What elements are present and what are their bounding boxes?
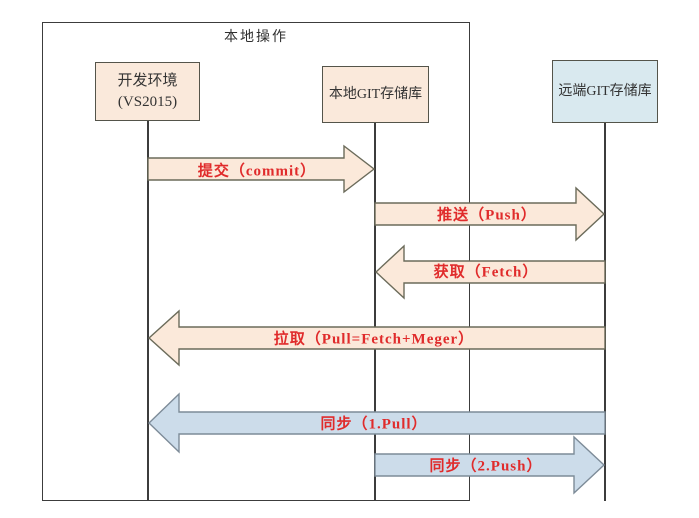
node-remote-git-label: 远端GIT存储库 bbox=[558, 83, 652, 99]
node-remote-git-repo: 远端GIT存储库 bbox=[552, 60, 658, 123]
fetch-arrow bbox=[374, 244, 606, 300]
pull-arrow bbox=[147, 309, 606, 367]
sync-pull-arrow-label: 同步（1.Pull） bbox=[320, 416, 428, 433]
frame-title: 本地操作 bbox=[224, 30, 288, 45]
sync-push-arrow bbox=[374, 435, 606, 495]
node-dev-environment: 开发环境 (VS2015) bbox=[95, 62, 200, 121]
sync-push-arrow-label: 同步（2.Push） bbox=[429, 458, 543, 475]
node-dev-label-line1: 开发环境 bbox=[117, 72, 178, 89]
sync-pull-arrow bbox=[147, 392, 606, 454]
dev-environment-lifeline bbox=[147, 119, 149, 501]
node-local-git-label: 本地GIT存储库 bbox=[328, 86, 423, 102]
commit-arrow bbox=[147, 144, 376, 194]
commit-arrow-label: 提交（commit） bbox=[197, 163, 317, 180]
node-dev-label-line2: (VS2015) bbox=[117, 93, 178, 110]
node-dev-environment-label: 开发环境 (VS2015) bbox=[117, 71, 177, 113]
fetch-arrow-label: 获取（Fetch） bbox=[433, 264, 539, 281]
push-arrow bbox=[374, 186, 606, 242]
local-git-lifeline bbox=[374, 121, 376, 501]
node-local-git-repo: 本地GIT存储库 bbox=[322, 66, 429, 123]
push-arrow-label: 推送（Push） bbox=[437, 207, 537, 224]
remote-git-lifeline bbox=[604, 121, 606, 501]
pull-arrow-label: 拉取（Pull=Fetch+Meger） bbox=[273, 331, 475, 348]
